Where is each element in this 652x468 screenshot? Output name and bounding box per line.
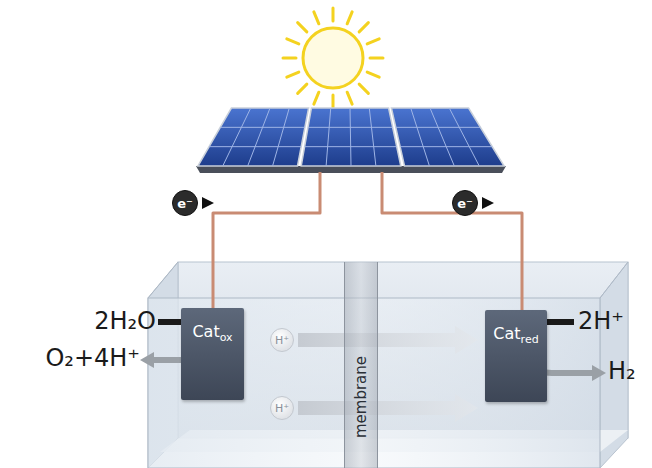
cell-line (220, 127, 305, 128)
cell-line (396, 127, 481, 128)
cell-line (350, 108, 351, 166)
sun-ray (367, 39, 379, 44)
sun-ray (359, 84, 368, 93)
sun-ray (332, 8, 335, 21)
cell-line (209, 146, 301, 147)
panel-module (301, 108, 401, 166)
catalyst-name: Cat (493, 324, 520, 343)
sun-ray (370, 57, 383, 60)
solar-panel (196, 108, 506, 173)
electron-symbol: e⁻ (457, 196, 473, 211)
catalyst-caption: Catred (485, 324, 547, 346)
product-formula: H₂ (608, 358, 636, 384)
cell-line (411, 108, 430, 166)
proton-badge: H⁺ (270, 328, 294, 352)
electron-badge: e⁻ (452, 190, 478, 216)
catalyst-subscript: red (521, 333, 539, 346)
electron-symbol: e⁻ (177, 196, 193, 211)
catalyst-caption: Catox (181, 322, 244, 344)
proton-flow-arrow (298, 326, 478, 422)
sun-ray (359, 23, 368, 32)
sun-ray (347, 12, 352, 24)
proton-symbol: H⁺ (275, 402, 289, 415)
proton-badge: H⁺ (270, 396, 294, 420)
cell-line (430, 108, 454, 166)
cell-line (308, 127, 393, 128)
cell-line (305, 146, 397, 147)
product-formula: O₂+4H⁺ (45, 345, 140, 371)
electron-arrow (202, 197, 494, 209)
panel-module (391, 108, 504, 166)
catalyst-name: Cat (192, 322, 219, 341)
cell-line (223, 108, 251, 166)
sun-ray (283, 57, 296, 60)
reactant-formula: 2H₂O (94, 308, 156, 334)
cathode-catalyst: Catred (485, 310, 547, 402)
sun-ray (298, 84, 307, 93)
cell-line (326, 108, 331, 166)
cell-line (449, 108, 479, 166)
sun-ray (347, 92, 352, 104)
cell-line (369, 108, 376, 166)
anode-catalyst: Catox (181, 308, 244, 400)
sun-ray (287, 39, 299, 44)
electron-badge: e⁻ (172, 190, 198, 216)
sun-ray (314, 92, 319, 104)
membrane-label: membrane (352, 356, 370, 438)
sun-ray (298, 23, 307, 32)
reactant-formula: 2H⁺ (578, 308, 624, 334)
sun-ray (367, 72, 379, 77)
sun-ray (287, 72, 299, 77)
sun-ray (332, 95, 335, 108)
cell-line (400, 146, 492, 147)
proton-symbol: H⁺ (275, 334, 289, 347)
sun (283, 8, 383, 108)
membrane-band: membrane (344, 262, 378, 468)
cell-line (248, 108, 270, 166)
sun-ray (314, 12, 319, 24)
catalyst-subscript: ox (220, 331, 233, 344)
cell-line (273, 108, 290, 166)
panel-module (198, 108, 309, 166)
electrolysis-tank (148, 262, 628, 468)
